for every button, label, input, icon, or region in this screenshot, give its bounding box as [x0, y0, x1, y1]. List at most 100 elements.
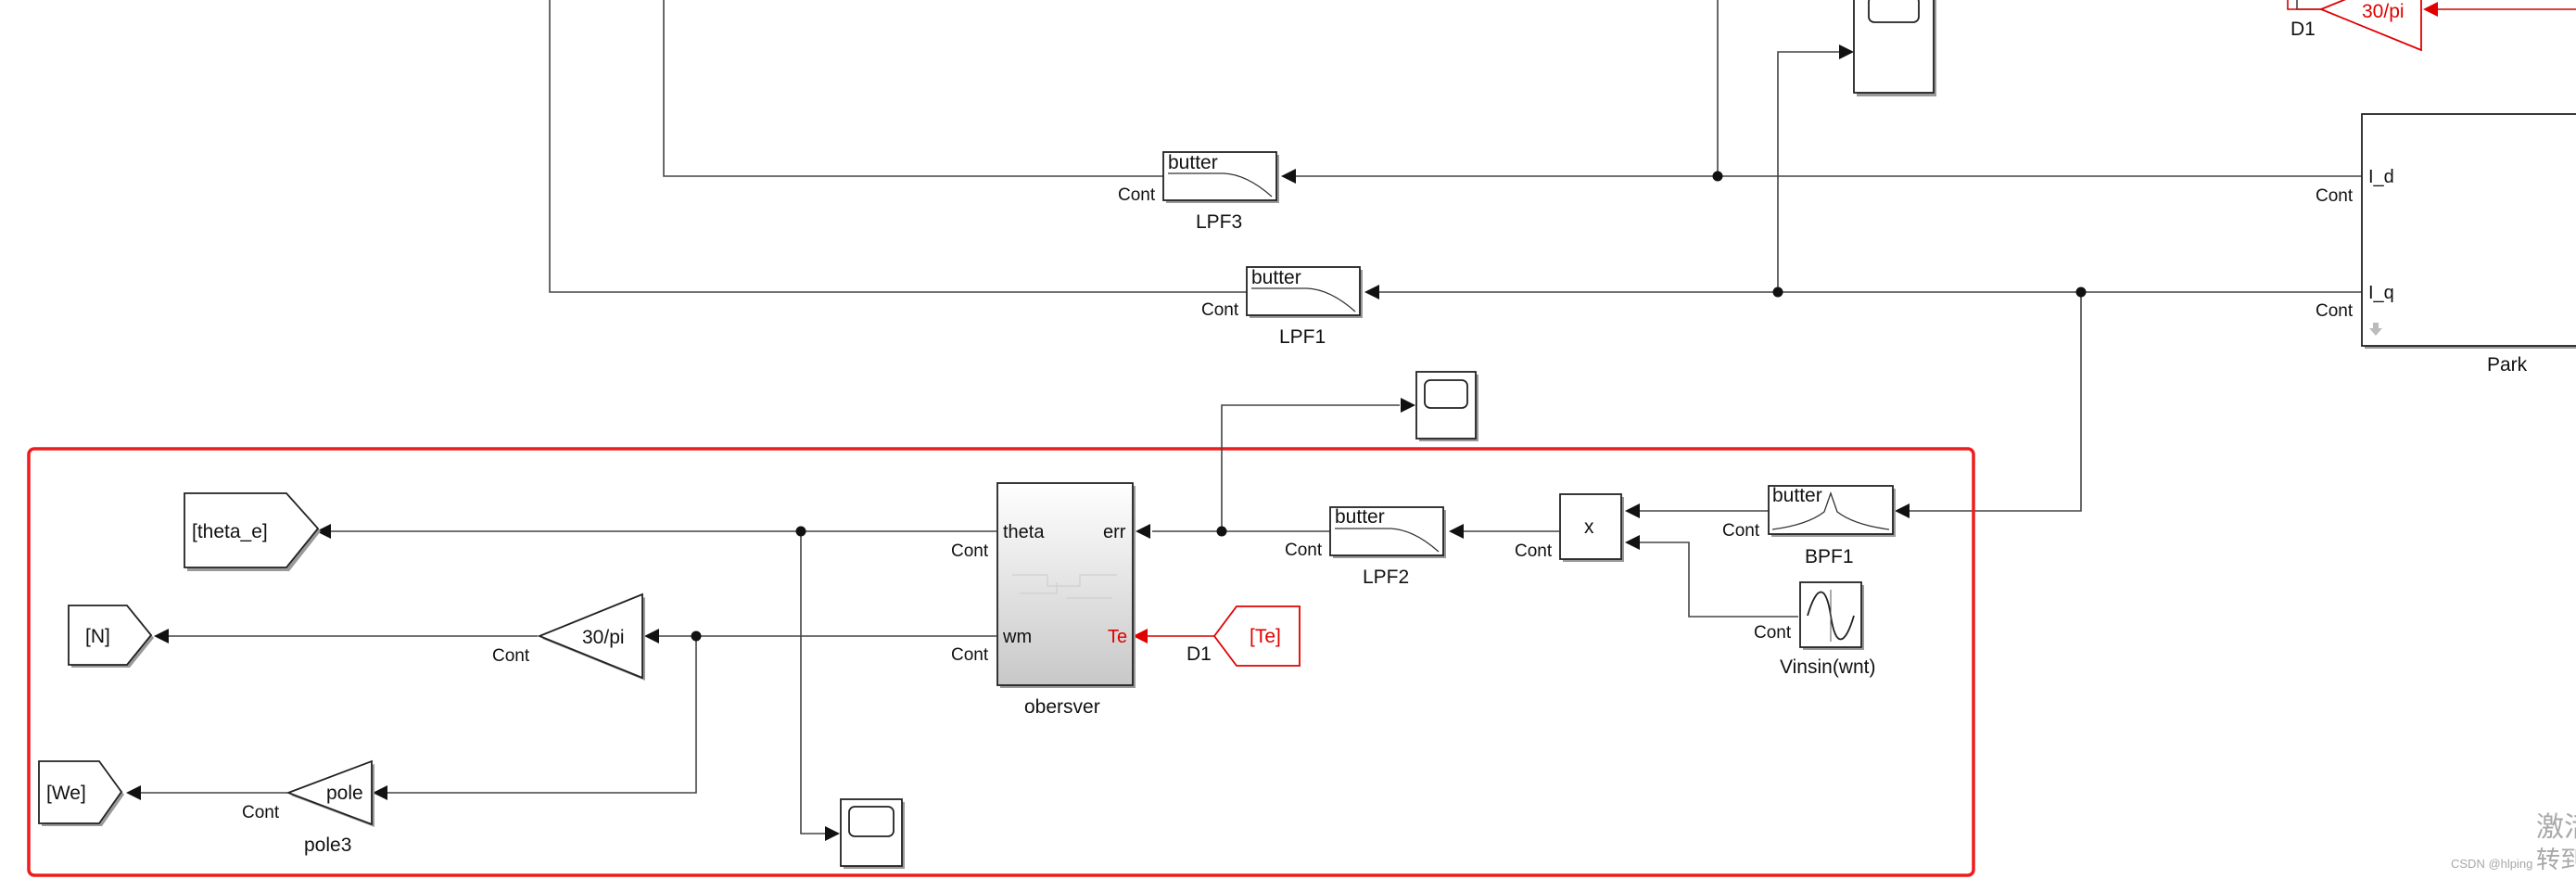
product-port: Cont	[1515, 541, 1553, 561]
block-bpf1[interactable]: butter Cont BPF1	[1722, 485, 1896, 567]
from-te-name: D1	[1186, 643, 1212, 665]
arrow-into-lpf2	[1449, 524, 1464, 539]
arrow-into-bottom-scope	[825, 826, 840, 841]
bpf1-port-label: Cont	[1722, 521, 1760, 541]
wire-vinsin-out[interactable]	[1638, 541, 1798, 618]
gain-top-left-edge	[2287, 0, 2329, 10]
butterworth-lowpass-icon	[1168, 172, 1273, 197]
park-port-id: I_d	[2368, 167, 2394, 187]
bottom-wires	[137, 404, 1798, 834]
lpf1-name: LPF1	[1279, 326, 1326, 348]
junction-dot	[691, 631, 702, 642]
gain-pole-value: pole	[326, 783, 363, 804]
park-port-iq: I_q	[2368, 283, 2394, 303]
gain-pole[interactable]: pole Cont pole3	[242, 759, 374, 856]
goto-tag-icon	[68, 605, 153, 666]
wire-lpf3-out[interactable]	[663, 0, 1163, 177]
butterworth-bandpass-icon	[1771, 491, 1890, 530]
vinsin-name: Vinsin(wnt)	[1780, 656, 1875, 678]
download-arrow-icon	[2369, 323, 2382, 336]
park-cont-bottom: Cont	[2316, 301, 2354, 321]
watermark-overlay-2: 转到	[2536, 846, 2576, 873]
bottom-arrows	[126, 398, 1910, 841]
scope-mid[interactable]	[1415, 371, 1478, 441]
from-te[interactable]: [Te] D1	[1186, 605, 1301, 667]
goto-theta-tag: [theta_e]	[192, 521, 268, 542]
arrow-into-top-scope	[1839, 45, 1854, 59]
block-product[interactable]: x Cont	[1515, 493, 1624, 562]
gain-top-right[interactable]: 30/pi D1	[2287, 0, 2422, 52]
goto-tag-icon	[38, 760, 123, 824]
lpf2-icon-text: butter	[1335, 506, 1385, 528]
block-vinsin[interactable]: Cont Vinsin(wnt)	[1754, 581, 1875, 678]
watermark-credit: CSDN @hlping	[2451, 857, 2532, 871]
gain-pole-name: pole3	[304, 834, 351, 856]
observer-cont-bottom: Cont	[951, 645, 989, 665]
selection-box[interactable]	[27, 447, 1975, 877]
observer-out-te: Te	[1108, 627, 1127, 647]
bpf1-name: BPF1	[1805, 546, 1854, 567]
junction-dot	[1712, 171, 1723, 182]
subsystem-preview-icon	[1012, 574, 1117, 599]
block-lpf3[interactable]: butter Cont LPF3	[1118, 151, 1279, 233]
block-lpf2[interactable]: butter Cont LPF2	[1285, 506, 1446, 588]
arrow-into-gain-pole	[373, 785, 387, 800]
arrow-into-lpf3	[1281, 169, 1296, 184]
arrow-into-product-2	[1625, 535, 1640, 550]
gain-triangle-icon	[537, 592, 643, 680]
junction-dot	[2075, 287, 2087, 298]
bpf1-icon-text: butter	[1772, 485, 1822, 506]
scope-icon	[848, 806, 895, 837]
observer-in-theta: theta	[1003, 522, 1045, 542]
wire-err-to-scope[interactable]	[1221, 404, 1400, 531]
goto-we[interactable]: [We]	[38, 760, 124, 826]
butterworth-lowpass-icon	[1335, 528, 1440, 553]
top-arrows	[1281, 2, 2438, 299]
observer-name: obersver	[1024, 696, 1100, 718]
goto-theta[interactable]: [theta_e]	[184, 492, 321, 571]
arrow-into-gain-30pi	[644, 629, 659, 643]
wire-lpf1-out[interactable]	[549, 0, 1247, 293]
arrow-into-goto-theta	[316, 524, 331, 539]
junction-dot	[1216, 526, 1227, 537]
goto-tag-icon	[184, 492, 320, 568]
arrow-into-te	[1133, 629, 1148, 643]
top-wires	[549, 0, 2576, 512]
lpf2-name: LPF2	[1363, 567, 1409, 588]
goto-n[interactable]: [N]	[68, 605, 154, 668]
block-lpf1[interactable]: butter Cont LPF1	[1201, 266, 1363, 348]
block-observer[interactable]: theta wm err Te Cont Cont obersver	[951, 482, 1136, 718]
observer-cont-top: Cont	[951, 541, 989, 561]
gain-triangle-icon	[2318, 0, 2422, 52]
junction-dot	[1772, 287, 1783, 298]
goto-we-tag: [We]	[46, 783, 86, 804]
lpf3-name: LPF3	[1196, 211, 1242, 233]
wire-theta-to-scope[interactable]	[800, 531, 825, 834]
scope-top[interactable]	[1853, 0, 1936, 96]
lpf1-icon-text: butter	[1251, 267, 1301, 288]
gain-triangle-icon	[286, 759, 373, 826]
park-cont-top: Cont	[2316, 186, 2354, 206]
lpf3-port-label: Cont	[1118, 185, 1156, 205]
bottom-junctions	[691, 526, 1227, 642]
from-tag-icon	[1212, 605, 1301, 667]
wire-top-gain-out[interactable]	[2296, 0, 2321, 10]
gain-30pi-value: 30/pi	[582, 627, 625, 648]
observer-out-err: err	[1103, 522, 1126, 542]
gain-top-name: D1	[2290, 19, 2316, 40]
scope-icon	[1424, 379, 1468, 409]
product-symbol: x	[1584, 516, 1594, 538]
goto-n-tag: [N]	[85, 626, 110, 647]
wire-iq-to-scope[interactable]	[1777, 51, 1840, 292]
gain-30pi-port: Cont	[492, 646, 530, 666]
arrow-into-bpf1	[1895, 503, 1910, 518]
from-te-tag: [Te]	[1250, 626, 1281, 647]
block-park[interactable]: I_d I_q Cont Cont Park	[2316, 113, 2576, 376]
gain-30pi[interactable]: 30/pi Cont	[492, 592, 645, 681]
scope-bottom[interactable]	[840, 798, 905, 869]
arrow-into-product-1	[1625, 503, 1640, 518]
wire-wm-to-pole[interactable]	[384, 636, 697, 794]
watermark-overlay: 激活	[2536, 812, 2576, 843]
wire-iq-to-bpf1[interactable]	[1908, 292, 2082, 512]
